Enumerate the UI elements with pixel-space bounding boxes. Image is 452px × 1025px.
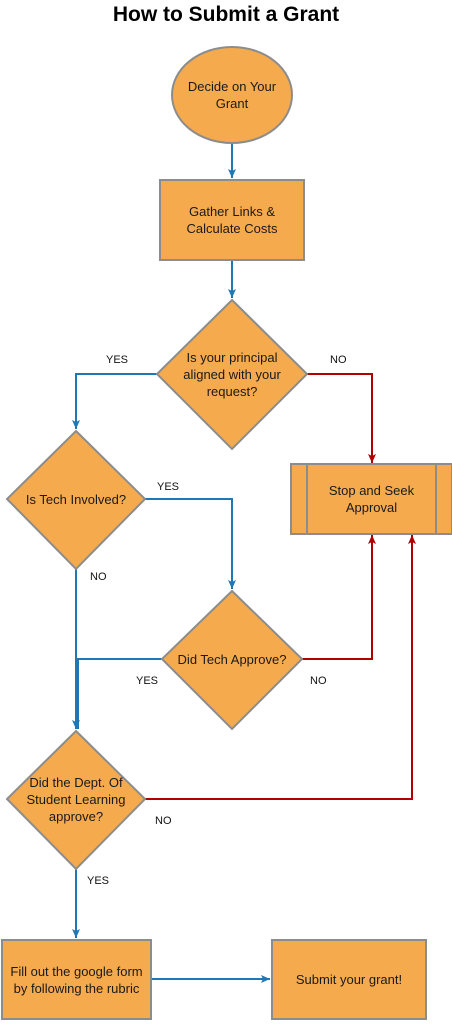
node-decide: Decide on Your Grant xyxy=(187,79,277,111)
edge-dsl-no xyxy=(145,535,416,800)
node-dsl-shape xyxy=(5,729,147,871)
edge-principal-yes xyxy=(72,373,157,429)
node-form: Fill out the google form by following th… xyxy=(10,963,143,996)
node-gather-shape xyxy=(159,179,305,261)
edge-principal-no xyxy=(307,373,376,463)
node-decide-shape xyxy=(171,46,293,144)
node-submit-shape xyxy=(271,939,427,1020)
node-gather: Gather Links & Calculate Costs xyxy=(186,204,278,236)
node-dsl: Did the Dept. Of Student Learning approv… xyxy=(26,774,126,824)
label-tech-approve-yes: YES xyxy=(136,675,159,687)
label-dsl-yes: YES xyxy=(87,875,110,887)
node-stop-shape xyxy=(290,463,452,535)
label-tech-involved-yes: YES xyxy=(157,481,180,493)
edge-tech-involved-yes xyxy=(145,498,236,589)
label-tech-approve-no: NO xyxy=(310,675,327,687)
node-tech-involved: Is Tech Involved? xyxy=(25,491,127,507)
node-principal-shape xyxy=(155,298,309,451)
node-principal: Is your principal aligned with your requ… xyxy=(183,349,281,399)
label-dsl-no: NO xyxy=(155,815,172,827)
node-tech-approve-shape xyxy=(160,589,304,731)
node-form-shape xyxy=(1,939,152,1020)
node-tech-approve: Did Tech Approve? xyxy=(177,651,287,667)
label-principal-no: NO xyxy=(330,354,347,366)
node-stop: Stop and Seek Approval xyxy=(328,483,415,515)
label-principal-yes: YES xyxy=(106,354,129,366)
label-tech-involved-no: NO xyxy=(90,571,107,583)
edge-tech-approve-yes xyxy=(77,658,162,729)
node-submit: Submit your grant! xyxy=(295,972,403,987)
edge-tech-approve-no xyxy=(302,535,376,660)
node-tech-involved-shape xyxy=(5,429,147,571)
page-title: How to Submit a Grant xyxy=(112,3,340,26)
